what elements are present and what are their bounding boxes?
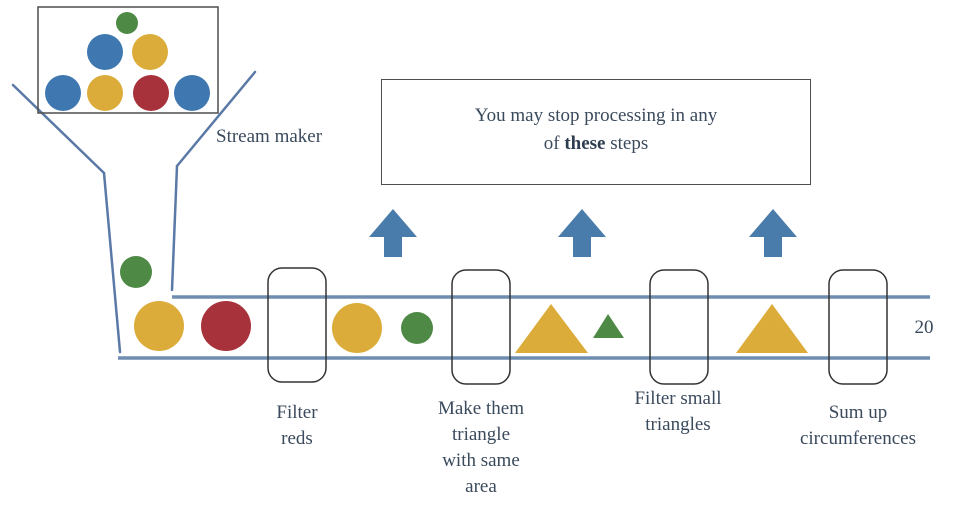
callout-line1: You may stop processing in any bbox=[474, 105, 718, 126]
step-label-filter-small: Filter small triangles bbox=[634, 388, 722, 435]
callout-box: You may stop processing in any of these … bbox=[381, 79, 811, 185]
step-label-sum: Sum up circumferences bbox=[799, 402, 917, 449]
ball-blue bbox=[45, 75, 81, 111]
up-arrow-icon bbox=[749, 209, 797, 257]
up-arrow-icon bbox=[369, 209, 417, 257]
triangle-green bbox=[593, 314, 624, 338]
funnel-left-spout bbox=[102, 171, 122, 354]
ball-yellow bbox=[132, 34, 168, 70]
triangle-yellow bbox=[736, 304, 808, 353]
stage-box-filter-small bbox=[649, 269, 709, 385]
callout-emphasis: these bbox=[564, 133, 606, 154]
ball-yellow bbox=[87, 75, 123, 111]
ball-yellow bbox=[332, 303, 382, 353]
ball-red bbox=[133, 75, 169, 111]
stage-boxes bbox=[267, 267, 888, 385]
ball-green-falling bbox=[120, 256, 152, 288]
stage-box-sum bbox=[828, 269, 888, 385]
ball-green bbox=[116, 12, 138, 34]
funnel-right-slope bbox=[175, 70, 257, 168]
stream-items bbox=[134, 301, 808, 353]
step-label-make-triangle: Make them triangle with same area bbox=[437, 398, 524, 497]
stream-maker-label: Stream maker bbox=[216, 126, 323, 147]
funnel-right-spout bbox=[170, 164, 179, 292]
ball-green bbox=[401, 312, 433, 344]
ball-blue bbox=[87, 34, 123, 70]
funnel-left-slope bbox=[11, 83, 106, 175]
result-label: 20 bbox=[914, 317, 934, 338]
ball-yellow bbox=[134, 301, 184, 351]
stage-box-filter-reds bbox=[267, 267, 327, 383]
up-arrow-icon bbox=[558, 209, 606, 257]
stage-box-make-triangle bbox=[451, 269, 511, 385]
hopper-box bbox=[37, 6, 219, 114]
triangle-yellow bbox=[515, 304, 588, 353]
stream-pipe bbox=[118, 295, 930, 360]
callout-line2: of these steps bbox=[543, 133, 649, 154]
hopper-balls bbox=[45, 12, 210, 111]
step-label-filter-reds: Filter reds bbox=[276, 402, 318, 449]
ball-red bbox=[201, 301, 251, 351]
funnel bbox=[11, 70, 257, 354]
ball-blue bbox=[174, 75, 210, 111]
up-arrows bbox=[369, 209, 797, 257]
